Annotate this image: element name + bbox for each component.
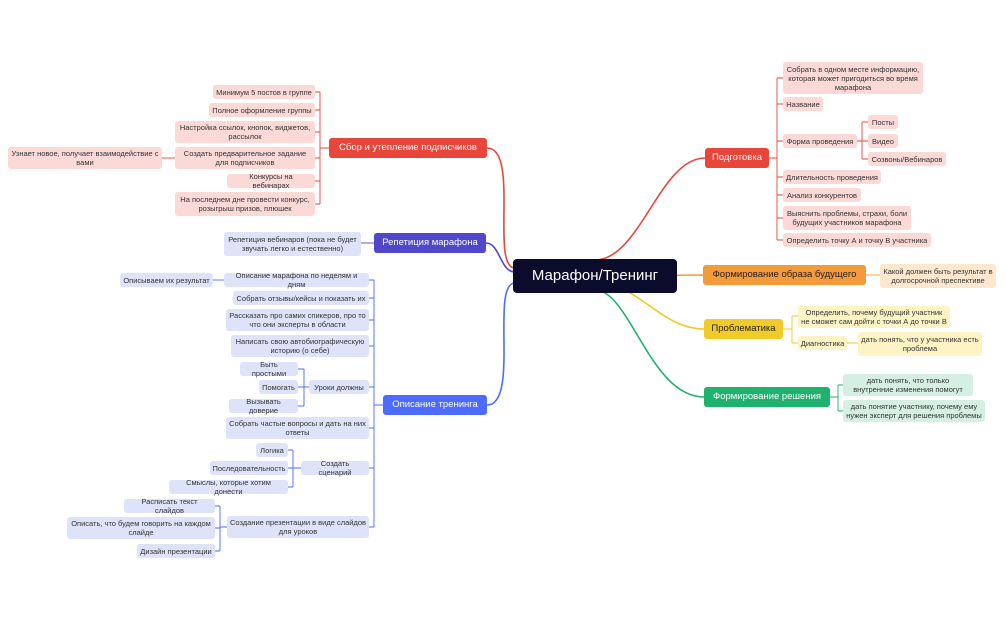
leaf-repeticiya[interactable]: Репетиция вебинаров (пока не будет звуча… [224, 232, 361, 256]
leaf-forma-video[interactable]: Видео [868, 134, 898, 148]
leaf-spikery[interactable]: Рассказать про самих спикеров, про то чт… [226, 309, 369, 331]
leaf-posledniy[interactable]: На последнем дне провести конкурс, розыг… [175, 192, 315, 216]
branch-podgotovka[interactable]: Подготовка [705, 148, 769, 168]
leaf-info[interactable]: Собрать в одном месте информацию, котора… [783, 62, 923, 94]
branch-reshenie[interactable]: Формирование решения [704, 387, 830, 407]
leaf-uroki-doverie[interactable]: Вызывать доверие [229, 397, 298, 415]
leaf-scenariy[interactable]: Создать сценарий [301, 459, 369, 477]
branch-opisanie[interactable]: Описание тренинга [383, 395, 487, 415]
leaf-problems[interactable]: Выяснить проблемы, страхи, боли будущих … [783, 206, 911, 230]
leaf-scenariy-posled[interactable]: Последовательность [210, 461, 288, 475]
branch-problematika[interactable]: Проблематика [704, 319, 783, 339]
leaf-zadanie[interactable]: Создать предварительное задание для подп… [175, 147, 315, 169]
branch-obraz[interactable]: Формирование образа будущего [703, 265, 866, 285]
leaf-reshenie-2[interactable]: дать понятие участнику, почему ему нужен… [843, 400, 985, 422]
root-node[interactable]: Марафон/Тренинг [513, 259, 677, 293]
leaf-analiz[interactable]: Анализ конкурентов [783, 188, 861, 202]
leaf-prezent-opisat[interactable]: Описать, что будем говорить на каждом сл… [67, 517, 215, 539]
leaf-reshenie-1[interactable]: дать понять, что только внутренние измен… [843, 374, 973, 396]
leaf-uroki-prostye[interactable]: Быть простыми [240, 360, 298, 378]
branch-sbor[interactable]: Сбор и утепление подписчиков [329, 138, 487, 158]
leaf-zadanie-sub[interactable]: Узнает новое, получает взаимодействие с … [8, 147, 162, 169]
leaf-diagnostika[interactable]: Диагностика [798, 336, 847, 350]
leaf-uroki[interactable]: Уроки должны [309, 380, 369, 394]
leaf-forma-posty[interactable]: Посты [868, 115, 898, 129]
leaf-forma-sozvony[interactable]: Созвоны/Вебинаров [868, 152, 946, 166]
leaf-avtobio[interactable]: Написать свою автобиографическую историю… [231, 335, 369, 357]
leaf-uroki-pomogat[interactable]: Помогать [259, 380, 298, 394]
leaf-forma[interactable]: Форма проведения [783, 134, 857, 148]
leaf-obraz-result[interactable]: Какой должен быть результат в долгосрочн… [880, 264, 996, 288]
leaf-min5[interactable]: Минимум 5 постов в группе [213, 85, 315, 99]
leaf-name[interactable]: Название [783, 97, 823, 111]
leaf-opredelit[interactable]: Определить, почему будущий участник не с… [798, 306, 950, 328]
leaf-diagnostika-sub[interactable]: дать понять, что у участника есть пробле… [858, 332, 982, 356]
leaf-nastr[interactable]: Настройка ссылок, кнопок, виджетов, расс… [175, 121, 315, 143]
leaf-prezent[interactable]: Создание презентации в виде слайдов для … [227, 516, 369, 538]
leaf-voprosy[interactable]: Собрать частые вопросы и дать на них отв… [226, 417, 369, 439]
leaf-po-nedelyam[interactable]: Описание марафона по неделям и дням [224, 271, 369, 289]
leaf-prezent-dizayn[interactable]: Дизайн презентации [137, 544, 215, 558]
leaf-scenariy-smysly[interactable]: Смыслы, которые хотим донести [169, 478, 288, 496]
leaf-oform[interactable]: Полное оформление группы [209, 103, 315, 117]
leaf-prezent-tekst[interactable]: Расписать текст слайдов [124, 497, 215, 515]
leaf-scenariy-logika[interactable]: Логика [256, 443, 288, 457]
leaf-dlit[interactable]: Длительность проведения [783, 170, 881, 184]
branch-repeticiya[interactable]: Репетиция марафона [374, 233, 486, 253]
leaf-po-nedelyam-sub[interactable]: Описываем их результат [120, 273, 213, 287]
leaf-tochka[interactable]: Определить точку А и точку В участника [783, 233, 931, 247]
leaf-otzyvy[interactable]: Собрать отзывы/кейсы и показать их [233, 291, 369, 305]
leaf-konkursy[interactable]: Конкурсы на вебинарах [227, 172, 315, 190]
